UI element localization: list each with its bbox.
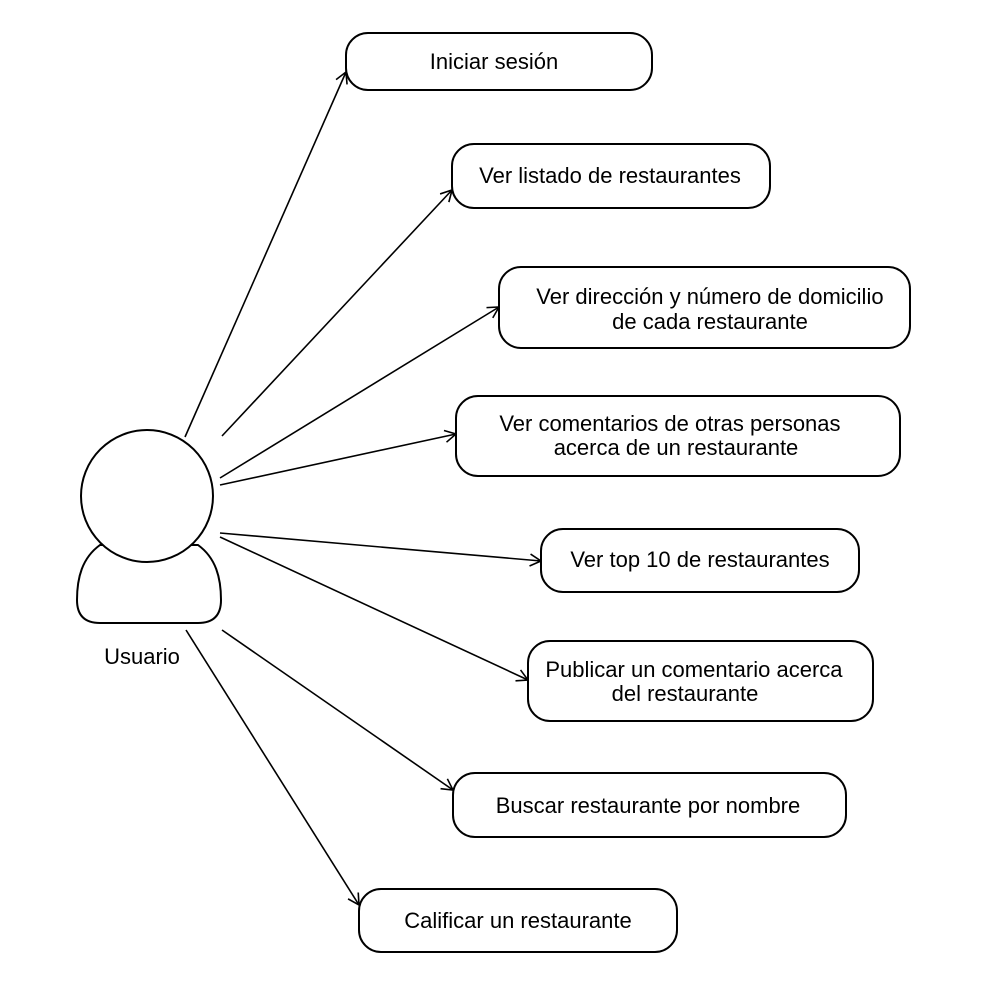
- svg-text:Ver comentarios de otras perso: Ver comentarios de otras personas acerca…: [499, 411, 846, 460]
- use-case-ver-comentarios[interactable]: Ver comentarios de otras personas acerca…: [455, 395, 901, 477]
- use-case-buscar-restaurante[interactable]: Buscar restaurante por nombre: [452, 772, 847, 838]
- use-case-iniciar-sesion[interactable]: Iniciar sesión: [345, 32, 653, 91]
- arrow-to-ver-listado: [221, 188, 454, 437]
- use-case-label-line: Ver listado de restaurantes: [479, 163, 741, 188]
- svg-text:Ver top 10 de restaurantes: Ver top 10 de restaurantes: [570, 547, 829, 572]
- use-case-calificar-restaurante[interactable]: Calificar un restaurante: [358, 888, 678, 953]
- arrow-to-iniciar-sesion: [184, 70, 348, 438]
- use-case-ver-top10[interactable]: Ver top 10 de restaurantes: [540, 528, 860, 593]
- use-case-label-line: Buscar restaurante por nombre: [496, 793, 801, 818]
- arrow-to-calificar-restaurante: [185, 629, 360, 907]
- use-cases: Iniciar sesión Ver listado de restaurant…: [345, 32, 911, 953]
- use-case-publicar-comentario[interactable]: Publicar un comentario acerca del restau…: [527, 640, 874, 722]
- use-case-label-line: Publicar un comentario acerca: [545, 657, 843, 682]
- use-case-label-line: Ver comentarios de otras personas: [499, 411, 840, 436]
- svg-text:Ver dirección y número de domi: Ver dirección y número de domicilio de c…: [536, 284, 889, 334]
- arrow-to-buscar-restaurante: [221, 629, 455, 791]
- svg-text:Buscar restaurante por nombre: Buscar restaurante por nombre: [496, 793, 801, 818]
- arrow-to-ver-top10: [219, 532, 543, 567]
- actor-body-icon: [75, 544, 223, 624]
- arrow-to-publicar-comentario: [219, 536, 530, 682]
- arrow-to-ver-comentarios: [219, 429, 458, 486]
- use-case-label-line: Calificar un restaurante: [404, 908, 631, 933]
- svg-text:Iniciar sesión: Iniciar sesión: [430, 49, 558, 74]
- use-case-label-line: Ver dirección y número de domicilio: [536, 284, 883, 309]
- svg-text:Calificar un restaurante: Calificar un restaurante: [404, 908, 631, 933]
- use-case-label-line: del restaurante: [612, 681, 759, 706]
- use-case-label-line: acerca de un restaurante: [554, 435, 799, 460]
- svg-text:Ver listado de restaurantes: Ver listado de restaurantes: [479, 163, 741, 188]
- use-case-label-line: Ver top 10 de restaurantes: [570, 547, 829, 572]
- use-case-ver-listado[interactable]: Ver listado de restaurantes: [451, 143, 771, 209]
- use-case-ver-direccion[interactable]: Ver dirección y número de domicilio de c…: [498, 266, 911, 349]
- arrow-to-ver-direccion: [219, 306, 501, 479]
- svg-text:Publicar un comentario acerca: Publicar un comentario acerca del restau…: [545, 657, 848, 706]
- actor-head-icon: [80, 429, 214, 563]
- associations: [184, 70, 543, 907]
- actor-label: Usuario: [104, 644, 180, 669]
- actor-usuario[interactable]: Usuario: [75, 429, 223, 669]
- use-case-label-line: Iniciar sesión: [430, 49, 558, 74]
- use-case-label-line: de cada restaurante: [612, 309, 808, 334]
